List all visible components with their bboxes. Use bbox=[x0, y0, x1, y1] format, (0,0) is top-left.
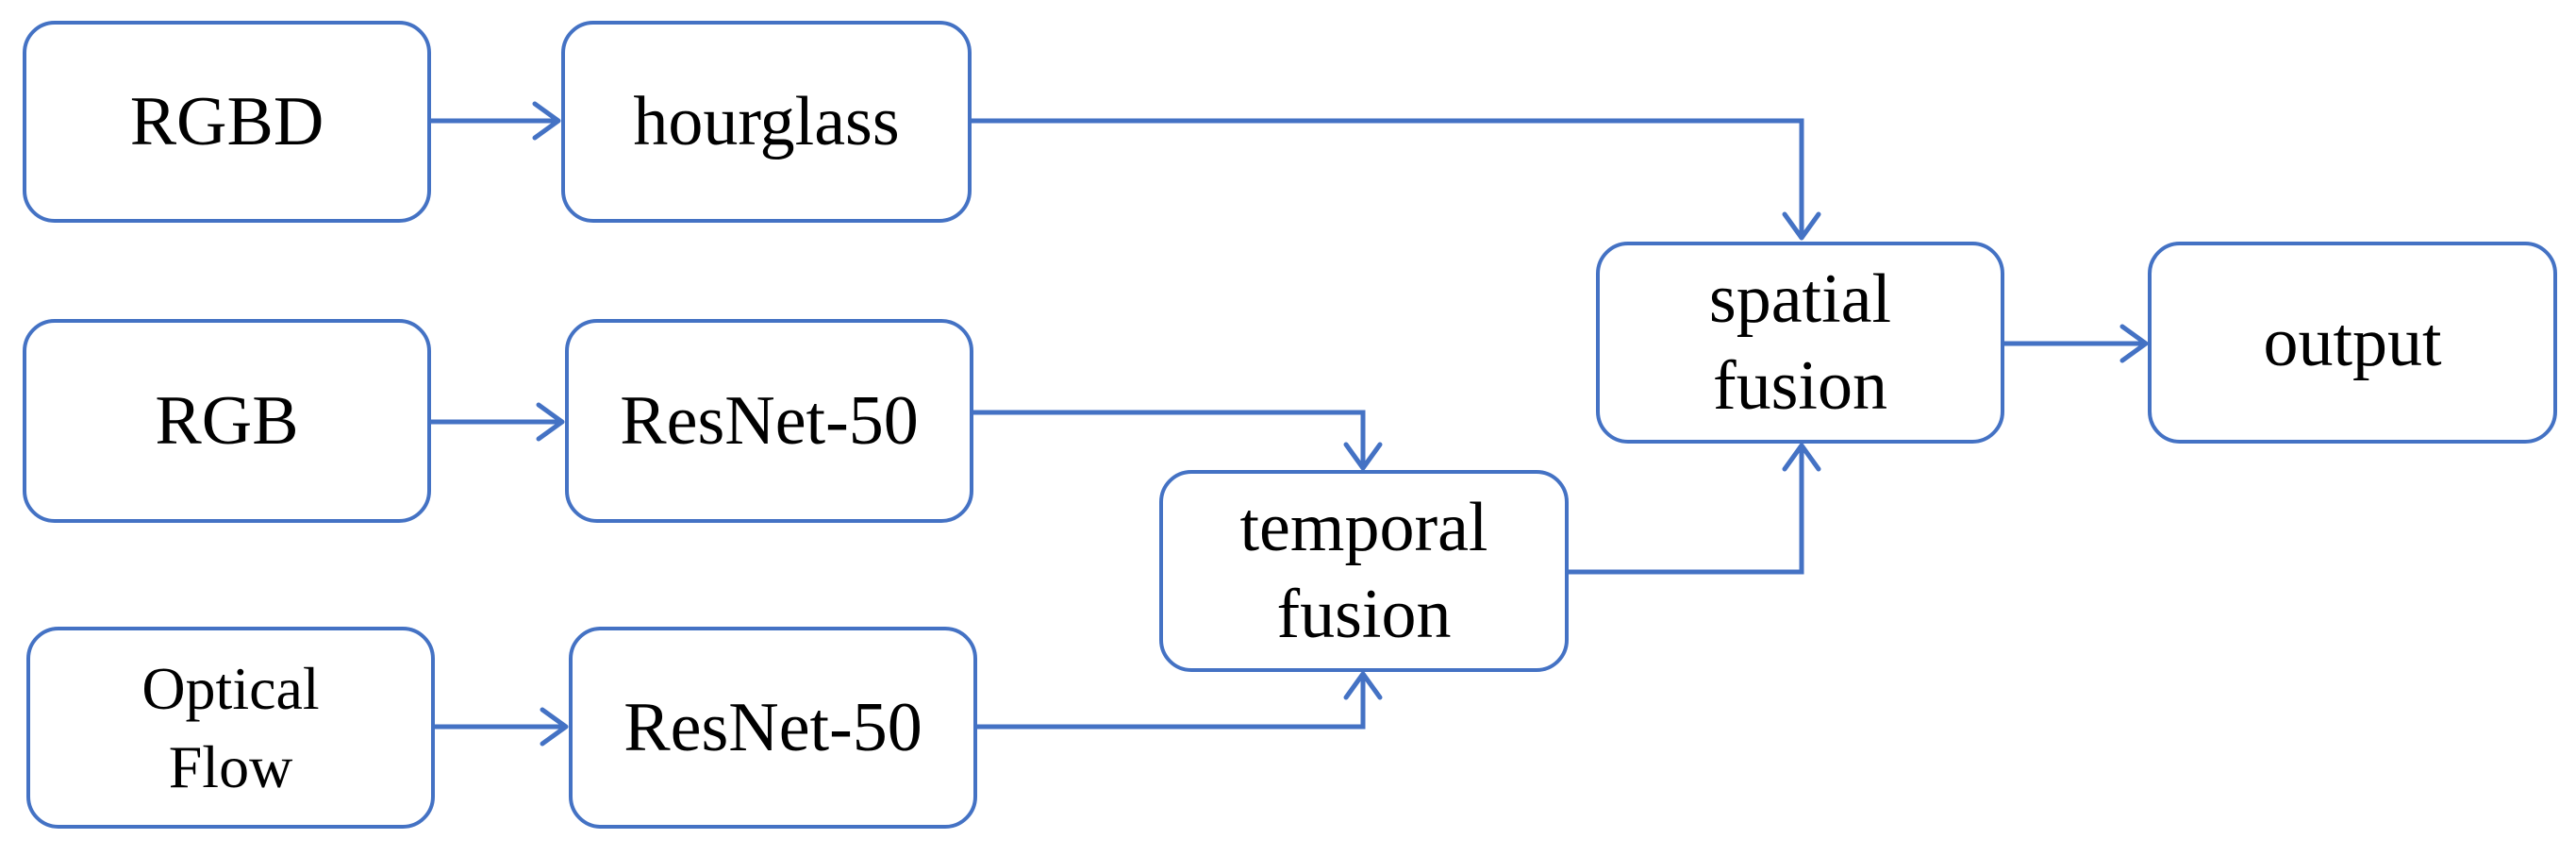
edge-hourglass-to-spatial-fusion bbox=[972, 118, 1804, 238]
node-resnet-rgb: ResNet-50 bbox=[565, 319, 973, 523]
node-temporal-fusion: temporal fusion bbox=[1159, 470, 1569, 672]
arrowhead-icon bbox=[540, 707, 569, 747]
arrowhead-icon bbox=[1782, 443, 1821, 472]
node-optical-flow: Optical Flow bbox=[26, 627, 435, 829]
node-label: spatial fusion bbox=[1708, 260, 1892, 426]
node-rgbd: RGBD bbox=[23, 21, 431, 223]
arrowhead-icon bbox=[2119, 324, 2149, 363]
node-output: output bbox=[2148, 242, 2557, 444]
node-label: ResNet-50 bbox=[620, 381, 919, 460]
arrowhead-icon bbox=[1782, 211, 1821, 241]
arrowhead-icon bbox=[532, 101, 561, 141]
node-spatial-fusion: spatial fusion bbox=[1596, 242, 2004, 444]
node-label: RGBD bbox=[129, 82, 324, 160]
node-label: output bbox=[2263, 303, 2442, 381]
node-label: RGB bbox=[155, 381, 299, 460]
edge-temporal-to-spatial-fusion bbox=[1569, 445, 1804, 575]
node-rgb: RGB bbox=[23, 319, 431, 523]
node-hourglass: hourglass bbox=[561, 21, 972, 223]
node-resnet-flow: ResNet-50 bbox=[569, 627, 977, 829]
arrowhead-icon bbox=[1343, 671, 1383, 700]
node-label: ResNet-50 bbox=[623, 688, 922, 766]
edge-resnet-rgb-to-temporal-fusion bbox=[973, 410, 1366, 468]
arrowhead-icon bbox=[1343, 442, 1383, 471]
node-label: Optical Flow bbox=[141, 654, 320, 800]
edge-resnet-flow-to-temporal-fusion bbox=[977, 674, 1366, 730]
arrowhead-icon bbox=[536, 402, 565, 442]
node-label: temporal fusion bbox=[1239, 488, 1488, 654]
node-label: hourglass bbox=[633, 82, 900, 160]
